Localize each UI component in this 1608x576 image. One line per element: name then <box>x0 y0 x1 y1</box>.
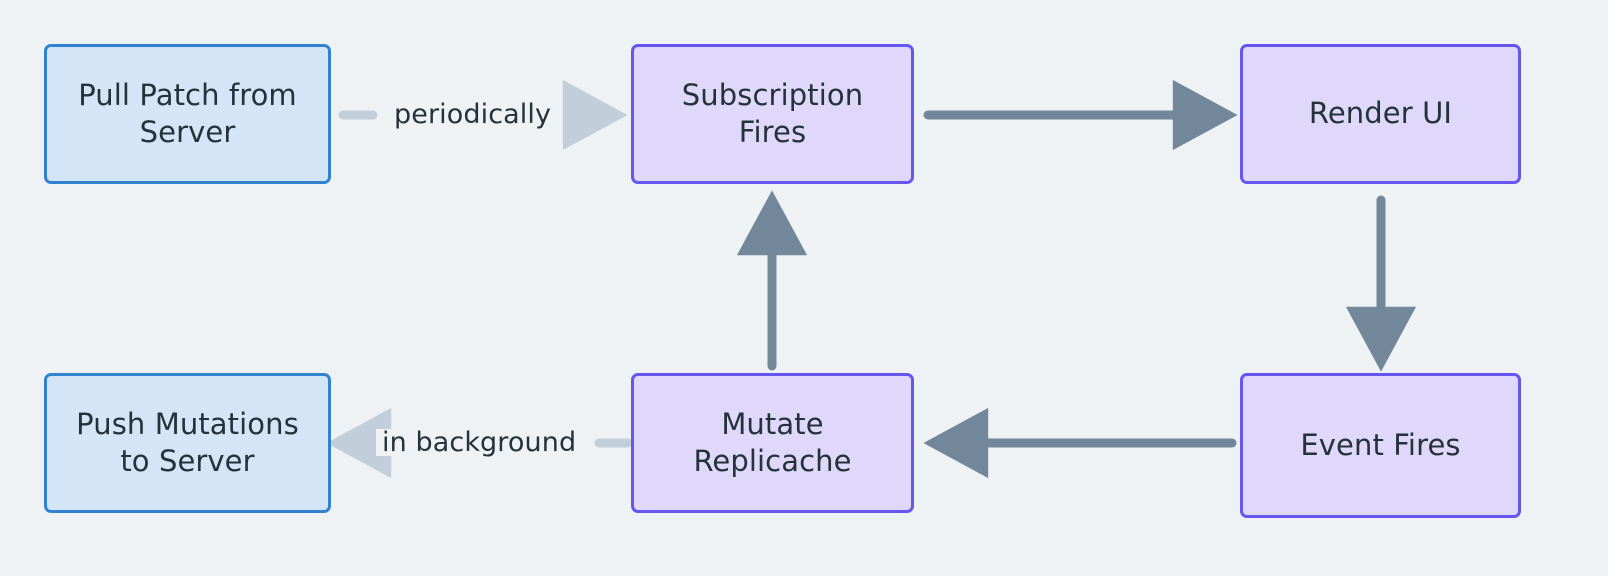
node-render-ui[interactable]: Render UI <box>1240 44 1521 184</box>
node-mutate-replicache[interactable]: Mutate Replicache <box>631 373 914 513</box>
node-event-fires[interactable]: Event Fires <box>1240 373 1521 518</box>
node-label-push-mutations-to-server: Push Mutations to Server <box>76 406 299 478</box>
edge-label-in-background: in background <box>376 429 583 456</box>
node-label-render-ui: Render UI <box>1308 96 1453 131</box>
node-label-event-fires: Event Fires <box>1300 427 1461 462</box>
edge-label-periodically: periodically <box>388 101 558 128</box>
node-push-mutations-to-server[interactable]: Push Mutations to Server <box>44 373 331 513</box>
node-label-mutate-replicache: Mutate Replicache <box>693 406 852 478</box>
node-label-pull-patch-from-server: Pull Patch from Server <box>78 77 297 149</box>
node-subscription-fires[interactable]: Subscription Fires <box>631 44 914 184</box>
node-pull-patch-from-server[interactable]: Pull Patch from Server <box>44 44 331 184</box>
node-label-subscription-fires: Subscription Fires <box>681 77 864 149</box>
